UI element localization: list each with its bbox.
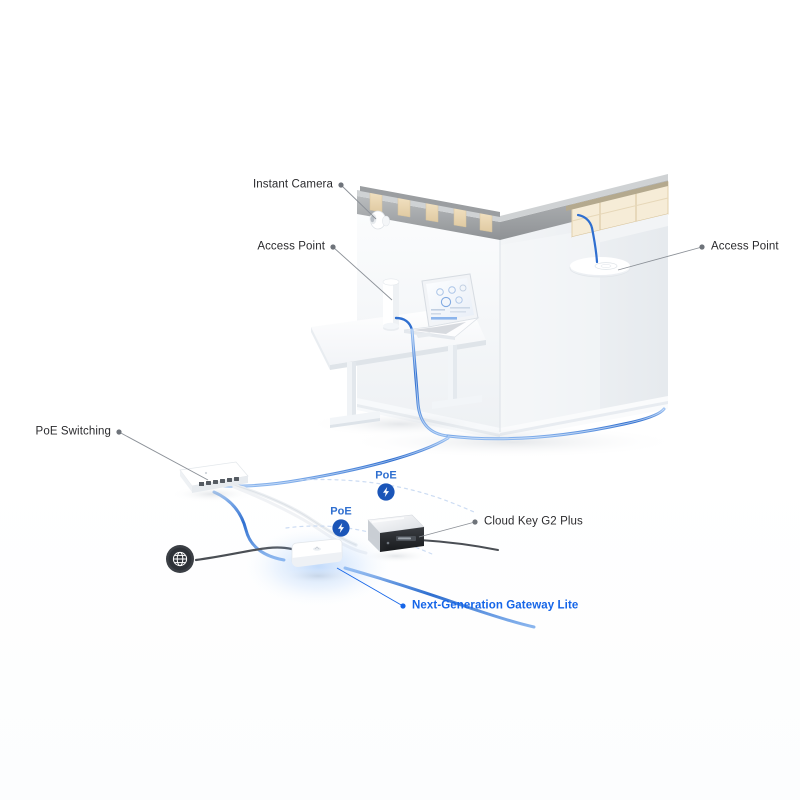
ceiling-structure <box>357 174 669 249</box>
instant-camera-device <box>369 210 390 230</box>
room-walls <box>342 195 682 458</box>
leader-lines <box>118 184 703 607</box>
leader-line-poe-switching <box>118 431 209 481</box>
label-access-point-right: Access Point <box>711 240 779 253</box>
laptop-screen-content <box>431 284 470 320</box>
leader-dot-access-point-left <box>330 244 336 250</box>
poe-badges <box>332 483 395 537</box>
label-gateway: Next-Generation Gateway Lite <box>412 599 579 612</box>
gateway-lite <box>240 524 396 608</box>
internet-globe <box>166 545 194 573</box>
lightning-bolt-icon <box>383 487 389 497</box>
leader-dot-instant-camera <box>338 182 344 188</box>
leader-line-access-point-left <box>332 246 393 301</box>
leader-dot-access-point-right <box>699 244 705 250</box>
poe-badge-lower-label: PoE <box>330 505 352 518</box>
label-access-point-left: Access Point <box>257 240 325 253</box>
leader-dots <box>116 182 705 609</box>
label-cloud-key: Cloud Key G2 Plus <box>484 515 583 528</box>
label-instant-camera: Instant Camera <box>252 178 333 191</box>
laptop <box>403 273 480 340</box>
poe-badge-upper-label: PoE <box>375 469 397 482</box>
poe-switch <box>172 461 252 502</box>
leader-line-instant-camera <box>340 184 377 220</box>
cloud-key-g2-plus <box>362 514 430 563</box>
leader-line-gateway <box>336 567 404 607</box>
leader-dot-poe-switching <box>116 429 122 435</box>
lightning-bolt-icon <box>338 523 344 533</box>
floor <box>0 470 800 800</box>
label-poe-switching: PoE Switching <box>35 425 111 438</box>
leader-line-cloud-key <box>418 521 476 538</box>
switch-ports <box>199 477 239 486</box>
access-point-desk <box>382 278 414 332</box>
leader-dot-gateway <box>400 603 406 609</box>
globe-icon <box>172 551 188 567</box>
access-point-ceiling <box>569 213 631 278</box>
leader-dot-cloud-key <box>472 519 478 525</box>
leader-line-access-point-right <box>617 246 703 271</box>
